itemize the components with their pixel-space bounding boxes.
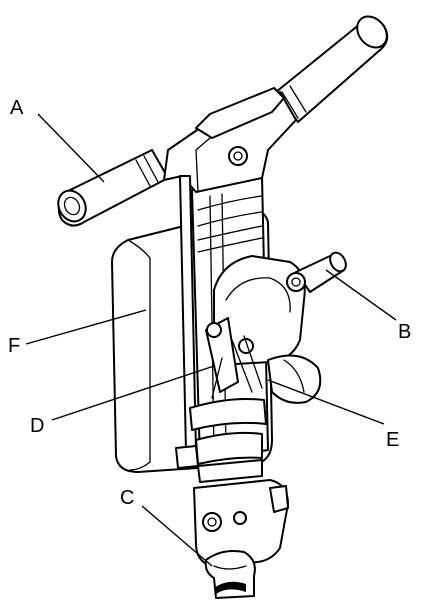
callout-labels: A B C D E F: [8, 97, 411, 509]
leader-a: [37, 113, 105, 183]
callout-label-a: A: [10, 97, 24, 119]
handle-bar: [57, 15, 389, 227]
callout-label-c: C: [120, 487, 134, 509]
callout-label-d: D: [30, 415, 44, 437]
leader-lines: [25, 113, 397, 567]
leader-d: [51, 365, 215, 421]
callout-label-f: F: [8, 335, 20, 357]
leader-f: [25, 309, 147, 345]
callout-label-b: B: [398, 321, 411, 343]
leader-b: [325, 269, 397, 321]
leader-c: [141, 505, 213, 567]
callout-label-e: E: [386, 429, 399, 451]
throttle-lever: [205, 317, 263, 399]
leader-e: [267, 379, 385, 425]
chuck-retainer: [193, 479, 289, 599]
lower-collars: [175, 398, 267, 483]
